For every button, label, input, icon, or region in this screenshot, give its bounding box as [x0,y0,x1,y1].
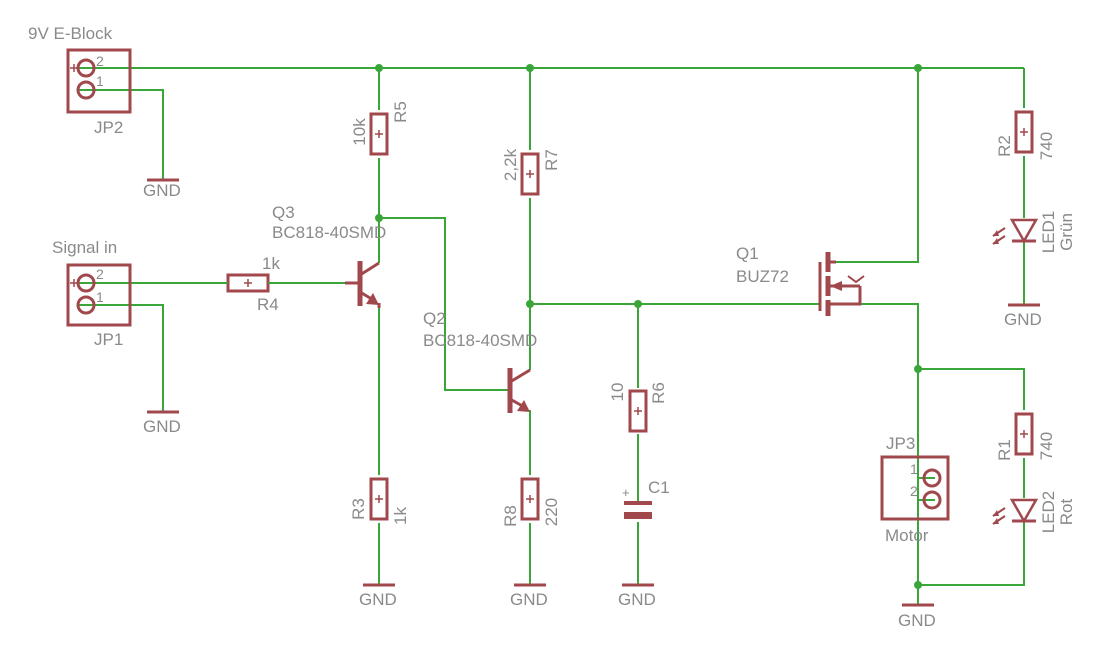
jp2-pin-1: 1 [96,73,104,89]
r7-value: 2,2k [501,148,520,181]
r4-value: 1k [262,254,280,273]
q2-ref: Q2 [423,309,446,328]
r7-ref: R7 [542,149,561,171]
led2-ref: LED2 [1039,491,1058,534]
q2-part: BC818-40SMD [423,331,537,350]
r5-ref: R5 [391,101,410,123]
jp2-pin-2: 2 [96,53,104,69]
r5-value: 10k [350,118,369,146]
r1-value: 740 [1037,432,1056,460]
r6-ref: R6 [649,382,668,404]
jp1-name: Signal in [52,238,117,257]
gnd-label-led1: GND [1004,310,1042,329]
jp2-ref: JP2 [94,118,123,137]
jp3-name: Motor [885,526,929,545]
jp3-ref: JP3 [886,434,915,453]
connector-jp2: 9V E-Block 2 1 JP2 [28,24,132,137]
transistor-q2: Q2 BC818-40SMD [423,309,537,413]
gnd-label-r3: GND [359,590,397,609]
gnd-label-motor: GND [898,611,936,630]
r3-ref: R3 [349,498,368,520]
gnd-label-c1: GND [618,590,656,609]
r2-value: 740 [1037,132,1056,160]
led2-color: Rot [1057,499,1076,526]
q3-ref: Q3 [272,203,295,222]
c1-plus: + [622,485,630,500]
connector-jp1: Signal in 2 1 JP1 [52,238,132,349]
resistor-r3: R3 1k [349,477,410,525]
jp2-name: 9V E-Block [28,24,113,43]
gnd-label-jp2: GND [143,181,181,200]
jp1-pin-2: 2 [96,266,104,282]
led1-ref: LED1 [1039,211,1058,254]
junctions [375,64,922,589]
r3-value: 1k [391,507,410,525]
r8-ref: R8 [501,505,520,527]
resistor-r5: 10k R5 [350,101,410,156]
q3-part: BC818-40SMD [272,223,386,242]
r4-ref: R4 [257,295,279,314]
connector-jp3: JP3 1 2 Motor [880,434,950,545]
resistor-r2: R2 740 [995,110,1056,160]
gnd-symbols: GND GND GND GND GND GND GND [143,178,1042,630]
jp3-pin-1: 1 [910,461,918,477]
gnd-label-jp1: GND [143,417,181,436]
transistor-q3: Q3 BC818-40SMD [272,203,386,308]
led-led1: LED1 Grün [992,211,1076,254]
r2-ref: R2 [995,135,1014,157]
r8-value: 220 [542,498,561,526]
resistor-r4: 1k R4 [205,254,290,314]
resistor-r6: 10 R6 [608,382,668,433]
q1-ref: Q1 [736,244,759,263]
resistor-r1: R1 740 [995,412,1056,461]
capacitor-c1: + C1 [622,478,670,519]
resistor-r8: R8 220 [501,477,561,527]
led-led2: LED2 Rot [992,491,1076,534]
q1-part: BUZ72 [736,267,789,286]
gnd-label-r8: GND [510,590,548,609]
jp1-ref: JP1 [94,330,123,349]
mosfet-q1: Q1 BUZ72 [736,244,865,316]
r1-ref: R1 [995,439,1014,461]
jp3-pin-2: 2 [910,483,918,499]
c1-ref: C1 [648,478,670,497]
r6-value: 10 [608,383,627,402]
resistor-r7: 2,2k R7 [501,148,561,196]
jp1-pin-1: 1 [96,289,104,305]
led1-color: Grün [1057,213,1076,251]
